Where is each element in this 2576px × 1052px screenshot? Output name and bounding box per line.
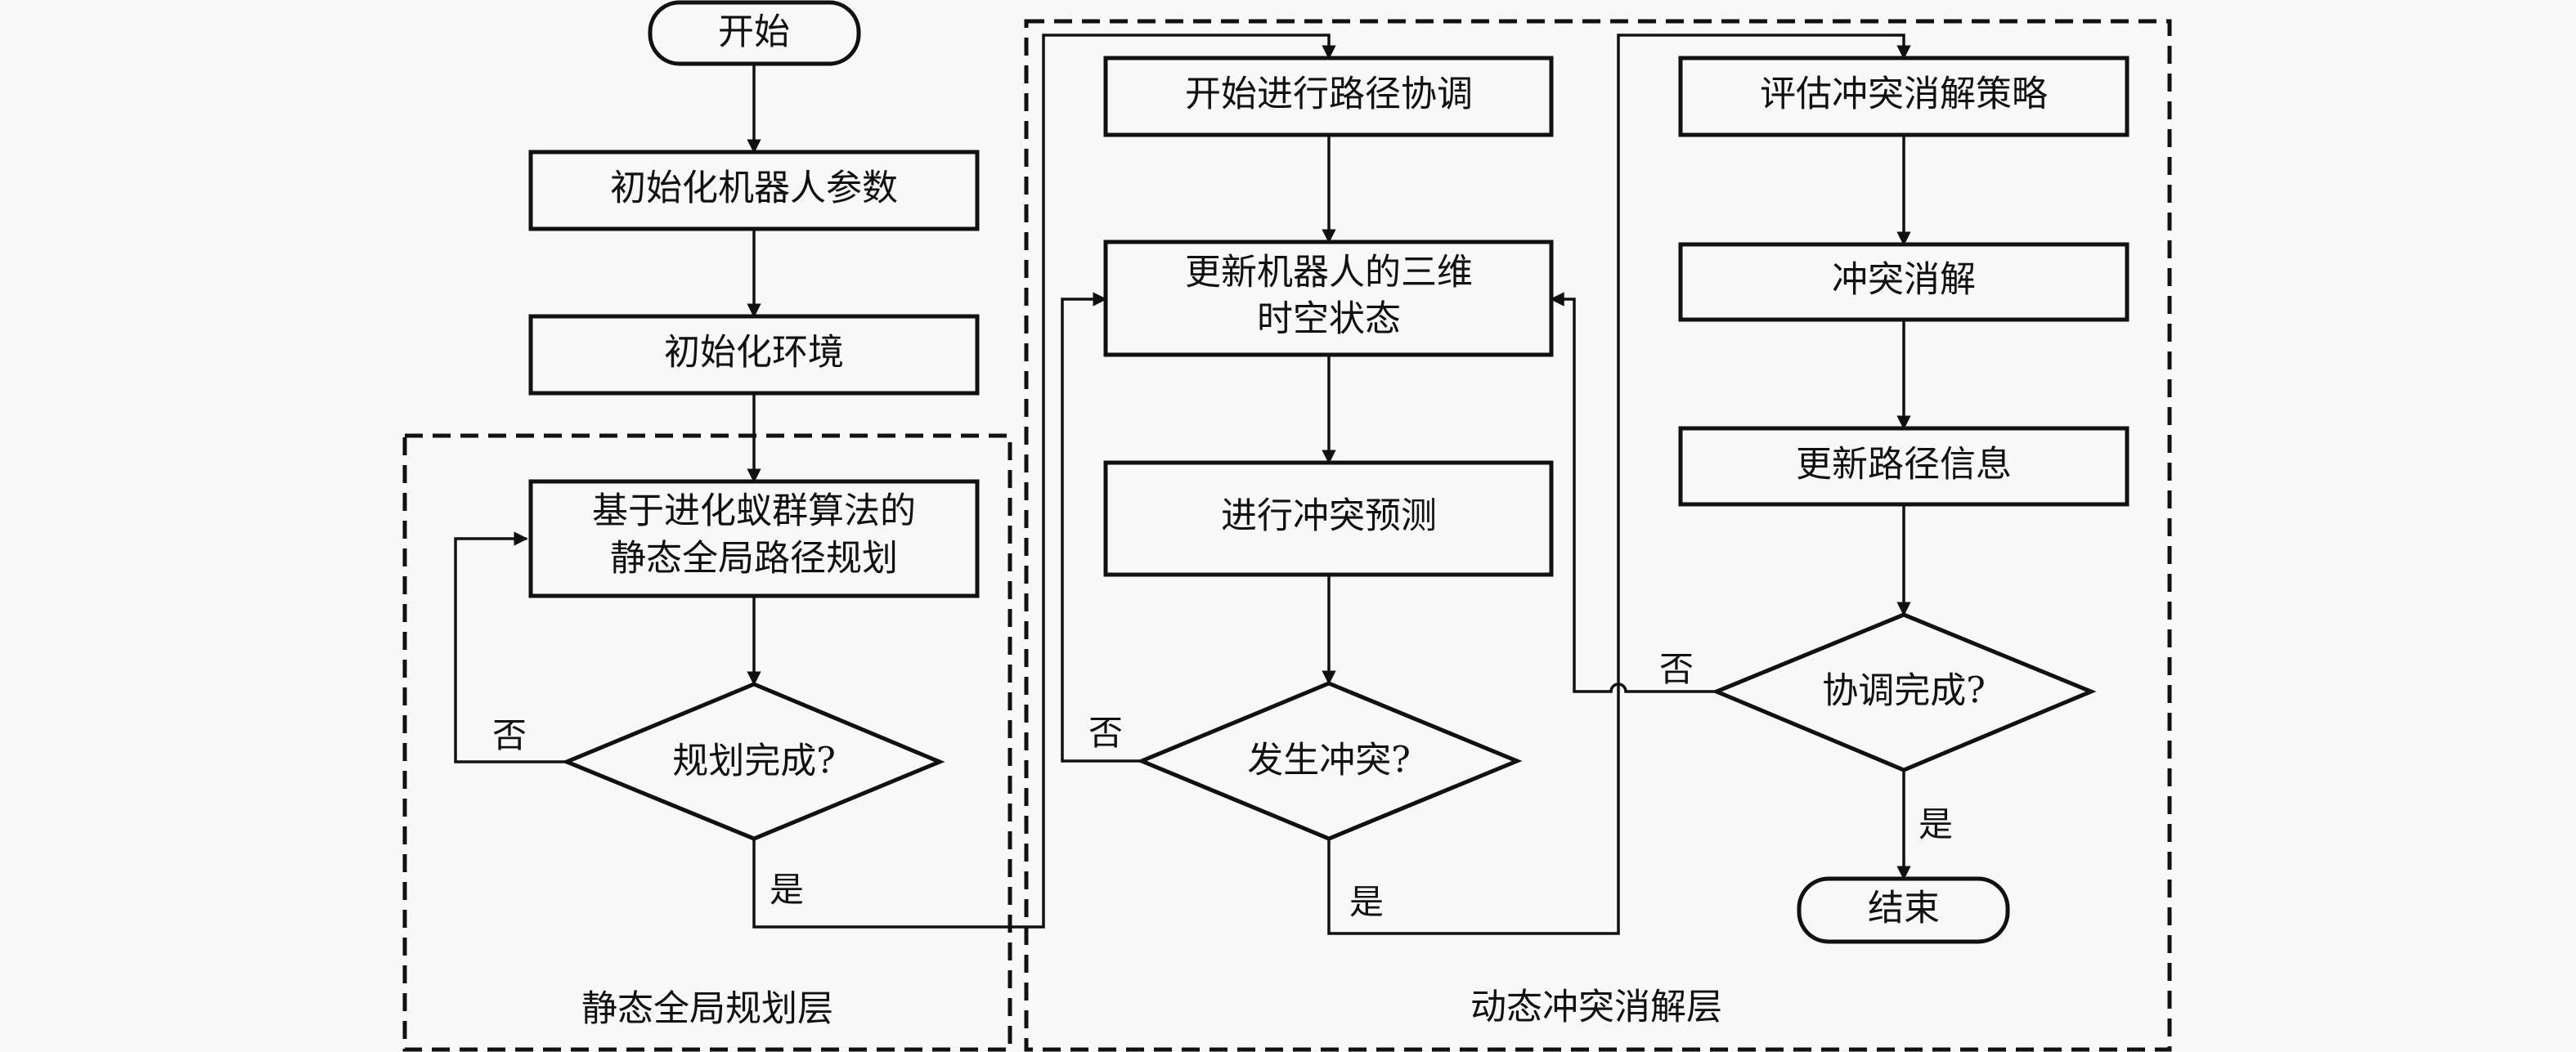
node-start: 开始 [648, 0, 861, 66]
process-shape [1678, 426, 2129, 507]
layer-static-label: 静态全局规划层 [581, 988, 833, 1030]
edge-plan-done-yes-to-start-coord [752, 34, 1336, 929]
node-init-robot: 初始化机器人参数 [528, 150, 980, 231]
decision-shape [1136, 681, 1523, 841]
layer-dynamic-border [1024, 19, 2172, 1052]
node-init-robot-label: 初始化机器人参数 [610, 168, 898, 209]
node-evaluate: 评估冲突消解策略 [1678, 56, 2129, 137]
process-shape [1678, 242, 2129, 322]
node-init-env: 初始化环境 [528, 314, 980, 396]
decision-shape [1711, 612, 2097, 772]
layer-dynamic-conflict-resolution: 动态冲突消解层 [1024, 19, 2172, 1052]
node-predict: 进行冲突预测 [1103, 460, 1554, 577]
edge-label-coord-done-no: 否 [1659, 649, 1694, 689]
edge-conflict-no-loop [1061, 292, 1142, 763]
node-coord-done: 协调完成? [1711, 612, 2097, 772]
edge-label-plan-done-yes: 是 [770, 870, 804, 910]
node-update-state-label-line1: 更新机器人的三维 [1185, 252, 1473, 293]
edge-label-conflict-no: 否 [1088, 713, 1123, 753]
process-shape [1678, 56, 2129, 137]
edge-labels: 否 是 否 是 否 是 [492, 649, 1953, 922]
process-shape [1103, 460, 1554, 577]
node-start-coord-label: 开始进行路径协调 [1185, 74, 1473, 115]
edge-label-coord-done-yes: 是 [1919, 804, 1953, 844]
node-conflict: 发生冲突? [1136, 681, 1523, 841]
node-coord-done-label: 协调完成? [1822, 670, 1986, 712]
node-static-plan: 基于进化蚁群算法的 静态全局路径规划 [528, 479, 980, 598]
node-start-coord: 开始进行路径协调 [1103, 56, 1554, 137]
decision-shape [561, 682, 945, 841]
edge-label-conflict-yes: 是 [1349, 882, 1384, 922]
process-shape [1103, 239, 1554, 357]
node-update-path-label: 更新路径信息 [1796, 444, 2012, 486]
node-predict-label: 进行冲突预测 [1221, 495, 1437, 537]
process-shape [528, 314, 980, 396]
node-update-state: 更新机器人的三维 时空状态 [1103, 239, 1554, 357]
layer-static-global-planning: 静态全局规划层 [402, 433, 1012, 1052]
edge-label-plan-done-no: 否 [492, 715, 527, 755]
process-shape [1103, 56, 1554, 137]
edges [454, 34, 1911, 935]
terminal-shape [1797, 876, 2010, 944]
node-plan-done: 规划完成? [561, 682, 945, 841]
edge-coord-done-no-loop [1550, 292, 1717, 693]
node-end: 结束 [1797, 876, 2010, 944]
node-init-env-label: 初始化环境 [664, 332, 844, 374]
terminal-shape [648, 0, 861, 66]
node-plan-done-label: 规划完成? [672, 741, 836, 782]
node-evaluate-label: 评估冲突消解策略 [1760, 74, 2048, 115]
node-end-label: 结束 [1868, 888, 1940, 929]
process-shape [528, 479, 980, 598]
node-static-plan-label-line1: 基于进化蚁群算法的 [592, 490, 916, 532]
node-conflict-label: 发生冲突? [1247, 740, 1411, 781]
node-resolve-label: 冲突消解 [1832, 259, 1976, 301]
node-static-plan-label-line2: 静态全局路径规划 [610, 538, 898, 580]
edge-plan-done-no-loop [454, 531, 567, 763]
node-update-path: 更新路径信息 [1678, 426, 2129, 507]
node-start-label: 开始 [718, 11, 790, 53]
process-shape [528, 150, 980, 231]
layer-dynamic-label: 动态冲突消解层 [1470, 987, 1722, 1028]
node-update-state-label-line2: 时空状态 [1257, 298, 1401, 340]
edge-conflict-yes-to-evaluate [1327, 34, 1911, 935]
node-resolve: 冲突消解 [1678, 242, 2129, 322]
